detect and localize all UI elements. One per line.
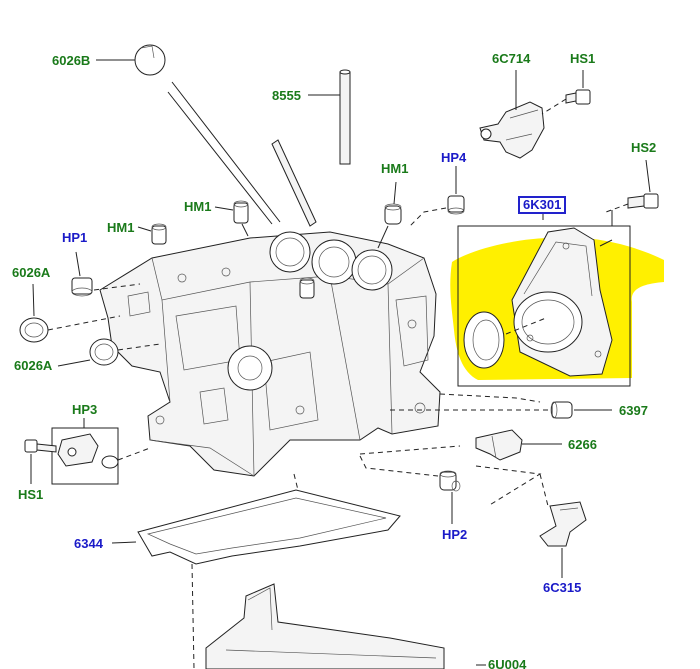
callout-hm1-center[interactable]: HM1 [184,199,212,214]
callout-hp4[interactable]: HP4 [441,150,467,165]
callout-6c315[interactable]: 6C315 [543,580,582,595]
callout-6c714[interactable]: 6C714 [492,51,531,66]
callout-hs1-bottom[interactable]: HS1 [18,487,44,502]
callout-6026a-bottom[interactable]: 6026A [14,358,53,373]
callout-hs1-top[interactable]: HS1 [570,51,596,66]
callout-hp2[interactable]: HP2 [442,527,468,542]
callout-6u004[interactable]: 6U004 [488,657,527,669]
callout-6266[interactable]: 6266 [568,437,597,452]
callout-8555[interactable]: 8555 [272,88,301,103]
callout-hm1-right[interactable]: HM1 [381,161,409,176]
callout-hp3[interactable]: HP3 [72,402,98,417]
callout-hm1-left[interactable]: HM1 [107,220,135,235]
callout-hs2[interactable]: HS2 [631,140,657,155]
dowel-hm1-right-icon[interactable] [384,203,402,225]
plug-6397-icon[interactable] [550,401,573,419]
oil-pan-gasket-icon[interactable] [137,489,401,565]
plug-hp2-icon[interactable] [439,470,461,492]
sensor-6c714-icon[interactable] [479,101,545,159]
bolt-hs1-top-icon[interactable] [565,89,591,105]
bolt-hs1-bottom-icon[interactable] [24,439,57,453]
seal-retainer-frame [457,225,631,387]
plug-hp1-icon[interactable] [71,277,93,297]
plug-hp4-icon[interactable] [447,195,465,215]
oil-pan-icon[interactable] [205,583,445,669]
seal-6026a-bottom-icon[interactable] [89,338,119,366]
callout-6344[interactable]: 6344 [74,536,103,551]
sensor-6266-icon[interactable] [475,429,523,461]
rear-main-seal-retainer-icon[interactable] [505,227,613,377]
expansion-plug-6026b-icon[interactable] [134,44,166,76]
bolt-hs2-icon[interactable] [627,193,659,209]
rear-main-seal-icon[interactable] [463,311,505,369]
engine-block-icon[interactable] [99,231,441,477]
dowel-hm1-center-icon[interactable] [233,200,249,224]
callout-6397[interactable]: 6397 [619,403,648,418]
dipstick-rod-icon[interactable] [271,139,317,227]
dowel-hm1-left-icon[interactable] [151,223,167,245]
callout-6026b[interactable]: 6026B [52,53,91,68]
callout-6026a-top[interactable]: 6026A [12,265,51,280]
callout-hp1[interactable]: HP1 [62,230,88,245]
fitting-hp3-icon[interactable] [51,427,119,485]
sensor-6c315-icon[interactable] [539,501,587,547]
callout-6k301-selected[interactable]: 6K301 [518,196,567,214]
seal-6026a-top-icon[interactable] [19,317,49,343]
dipstick-tube-icon[interactable] [339,69,351,165]
dowel-center-block-icon[interactable] [299,277,315,299]
